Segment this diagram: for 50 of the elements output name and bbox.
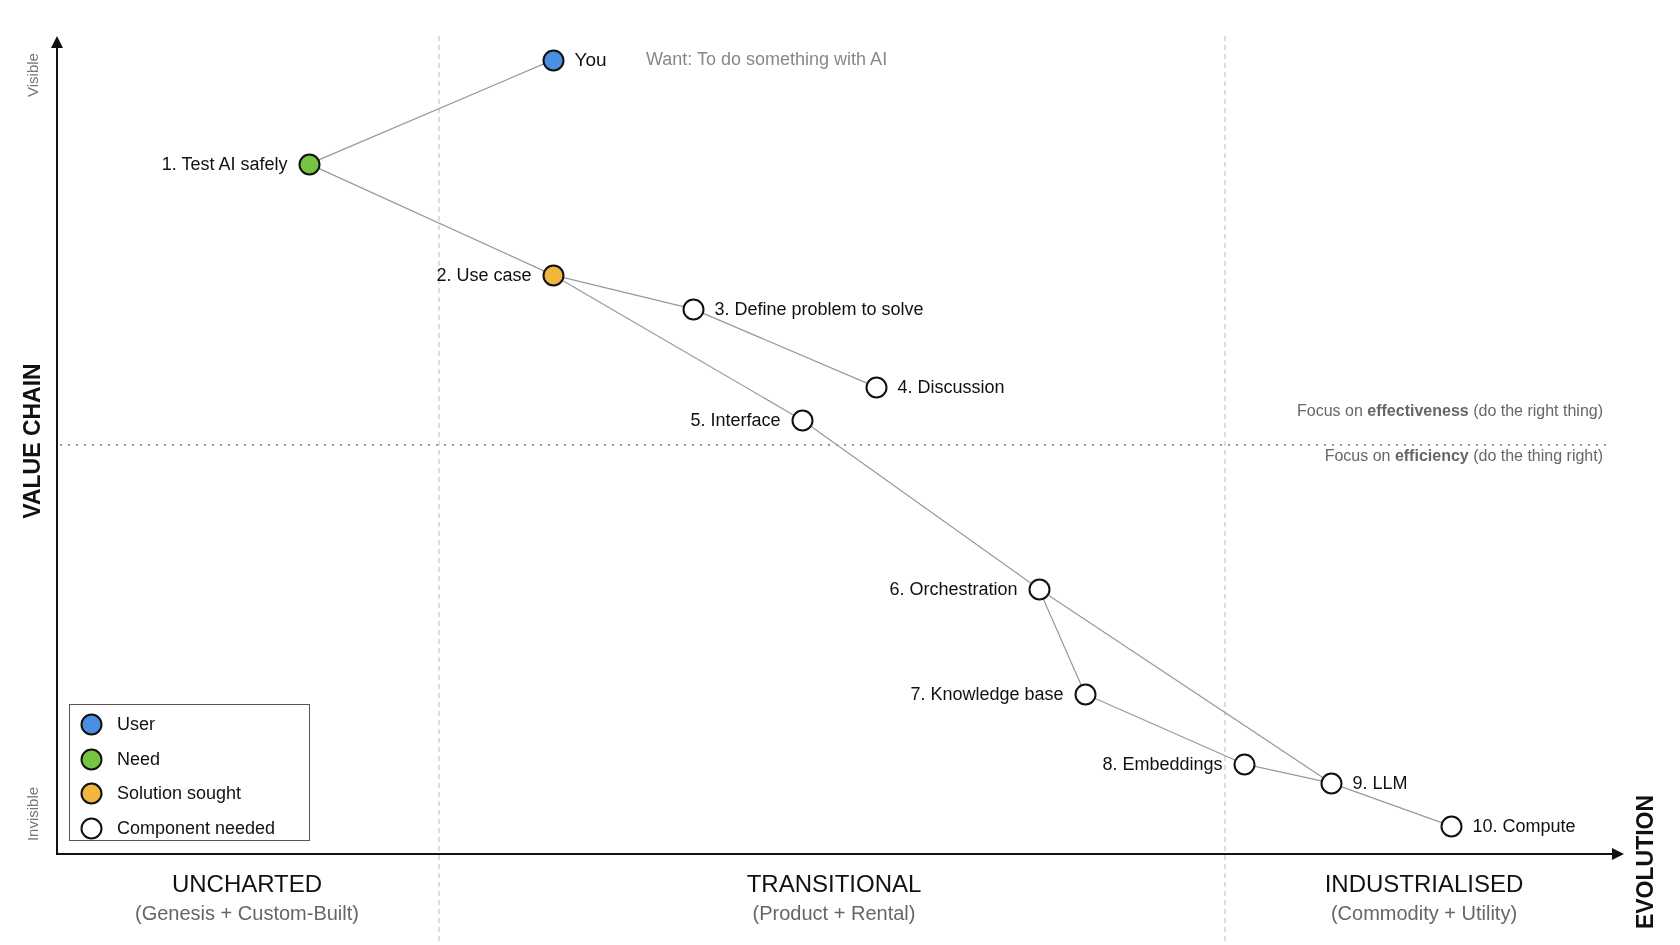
stage-subtitle: (Commodity + Utility) <box>1330 902 1518 925</box>
component-label: 10. Compute <box>1472 815 1576 837</box>
connector-line <box>809 425 1032 584</box>
map-component <box>436 262 565 288</box>
connector-line <box>701 312 868 384</box>
connector-line <box>1339 785 1443 824</box>
component-label: 5. Interface <box>690 409 781 431</box>
axis-title: VALUE CHAIN <box>18 363 46 519</box>
component-label: 6. Orchestration <box>889 578 1018 600</box>
annotation-text: Focus on effectiveness (do the right thing) <box>1297 402 1603 420</box>
legend-label: Need <box>117 748 161 770</box>
map-component <box>1439 813 1576 839</box>
connector-line <box>561 279 794 416</box>
component-label: You <box>574 49 607 71</box>
map-component <box>910 681 1097 707</box>
annotation-text: Focus on efficiency (do the thing right) <box>1324 447 1603 465</box>
axis-label: Invisible <box>23 786 41 842</box>
map-component <box>864 374 1005 400</box>
component-label: 1. Test AI safely <box>161 153 288 175</box>
stage-title: INDUSTRIALISED <box>1324 870 1524 898</box>
stage-title: TRANSITIONAL <box>746 870 922 898</box>
stage-subtitle: (Genesis + Custom-Built) <box>135 902 359 925</box>
component-label: 7. Knowledge base <box>910 683 1064 705</box>
map-component <box>681 296 924 322</box>
axis-label: Visible <box>23 53 41 97</box>
stage-title: UNCHARTED <box>171 870 323 898</box>
map-component <box>1102 751 1256 777</box>
legend-label: Component needed <box>117 817 276 839</box>
connector-line <box>317 63 545 161</box>
map-component <box>161 151 321 177</box>
legend-label: User <box>117 714 155 735</box>
component-label: 3. Define problem to solve <box>714 298 924 320</box>
connector-line <box>1093 697 1236 761</box>
connector-line <box>1253 765 1322 782</box>
component-label: 2. Use case <box>436 264 532 286</box>
map-component <box>690 407 814 433</box>
component-label: 4. Discussion <box>897 376 1005 398</box>
note-text: Want: To do something with AI <box>646 49 888 70</box>
connector-line <box>317 167 545 272</box>
map-component <box>889 576 1051 602</box>
stage-subtitle: (Product + Rental) <box>752 902 916 925</box>
connector-line <box>1042 597 1082 686</box>
axis-title: EVOLUTION <box>1631 794 1659 930</box>
connector-line <box>562 276 684 308</box>
component-label: 8. Embeddings <box>1102 753 1223 775</box>
map-component <box>541 47 607 73</box>
component-label: 9. LLM <box>1352 772 1408 794</box>
connector-line <box>1046 593 1324 779</box>
map-component <box>1319 770 1408 796</box>
legend-label: Solution sought <box>117 783 242 804</box>
